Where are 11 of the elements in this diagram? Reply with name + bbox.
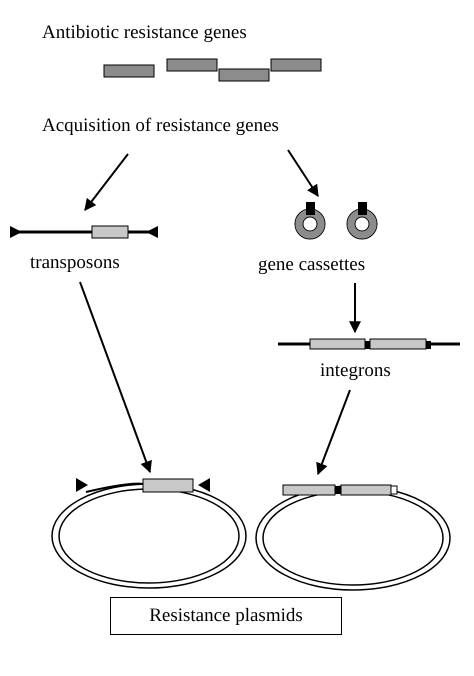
arrow bbox=[79, 282, 152, 474]
node-label: integrons bbox=[320, 360, 391, 382]
arrow bbox=[349, 283, 361, 334]
arrow bbox=[84, 153, 129, 211]
arrow bbox=[316, 390, 351, 476]
arrow bbox=[287, 149, 319, 197]
node-label: transposons bbox=[30, 252, 120, 274]
node-label: Acquisition of resistance genes bbox=[42, 115, 279, 137]
node-label: gene cassettes bbox=[258, 254, 366, 276]
caption-box: Resistance plasmids bbox=[110, 597, 342, 635]
heading-text: Antibiotic resistance genes bbox=[42, 22, 247, 44]
